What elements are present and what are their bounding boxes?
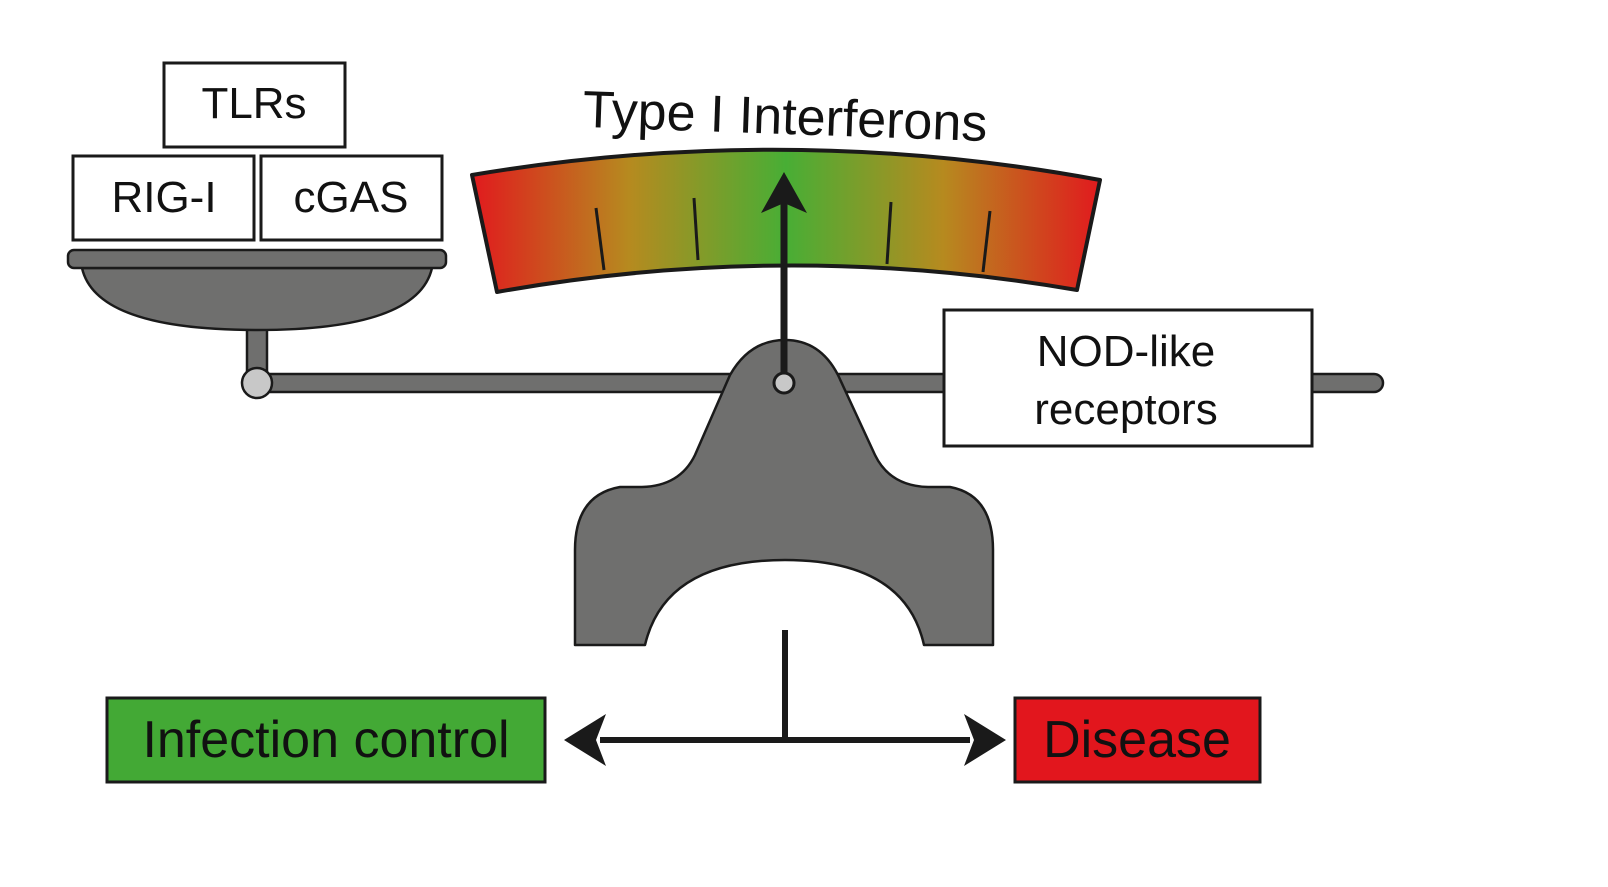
nod-like-line2: receptors xyxy=(1034,385,1217,434)
left-pan-plate xyxy=(66,248,448,270)
box-tlrs-label: TLRs xyxy=(201,79,306,128)
box-nod-like-receptors xyxy=(942,308,1314,448)
arrow-right-head xyxy=(964,714,1006,766)
box-cgas xyxy=(259,154,444,242)
gauge-tick xyxy=(885,201,893,265)
box-cgas-label: cGAS xyxy=(294,173,409,222)
center-pivot xyxy=(772,371,796,395)
box-rig-i-label: RIG-I xyxy=(111,173,216,222)
infection-control-label: Infection control xyxy=(142,711,509,769)
gauge-tick xyxy=(981,210,992,273)
nod-like-line1: NOD-like xyxy=(1037,327,1215,376)
beam-end-pivot xyxy=(240,366,274,400)
gauge-tick xyxy=(594,207,606,271)
box-disease xyxy=(1013,696,1262,784)
balance-stand xyxy=(573,338,995,647)
box-tlrs xyxy=(162,61,347,149)
gauge-title: Type I Interferons xyxy=(582,81,988,153)
disease-label: Disease xyxy=(1043,711,1231,769)
arrow-left-head xyxy=(564,714,606,766)
gauge-needle-head xyxy=(761,172,807,213)
box-rig-i xyxy=(71,154,256,242)
box-infection-control xyxy=(105,696,547,784)
left-pan-bowl xyxy=(80,266,434,332)
gauge-tick xyxy=(692,197,700,261)
